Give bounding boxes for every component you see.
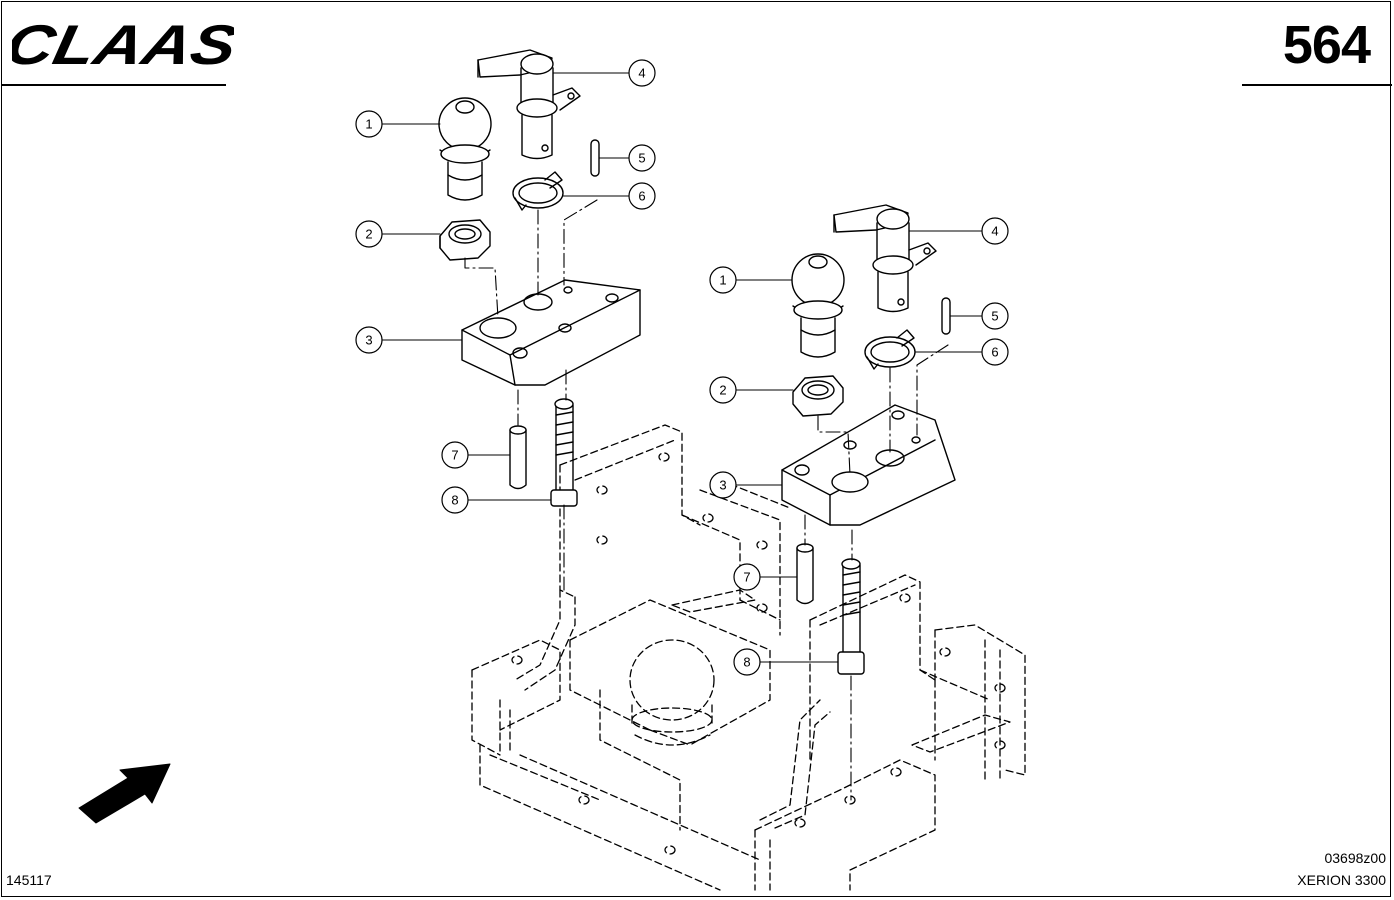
callout-number: 1 xyxy=(719,273,726,288)
header-rule-right xyxy=(1242,84,1392,86)
callout-left-7: 7 xyxy=(441,441,469,469)
callout-left-5: 5 xyxy=(628,144,656,172)
callout-number: 4 xyxy=(638,66,645,81)
callout-right-6: 6 xyxy=(981,338,1009,366)
callout-left-3: 3 xyxy=(355,326,383,354)
callout-number: 2 xyxy=(719,383,726,398)
header-rule-left xyxy=(2,84,226,86)
callout-number: 4 xyxy=(991,224,998,239)
left-part-set xyxy=(438,49,641,591)
document-code: 145117 xyxy=(6,872,52,888)
callout-right-1: 1 xyxy=(709,266,737,294)
callout-number: 5 xyxy=(991,309,998,324)
callout-markers: 1 2 3 4 5 6 7 8 1 2 3 4 5 6 7 8 xyxy=(355,59,1009,676)
callout-left-4: 4 xyxy=(628,59,656,87)
callout-number: 3 xyxy=(719,478,726,493)
callout-number: 8 xyxy=(451,493,458,508)
callout-number: 8 xyxy=(743,655,750,670)
callout-right-8: 8 xyxy=(733,648,761,676)
brand-text: CLAAS xyxy=(12,18,234,70)
leader-lines xyxy=(381,72,983,663)
callout-right-4: 4 xyxy=(981,217,1009,245)
callout-right-7: 7 xyxy=(733,563,761,591)
callout-number: 6 xyxy=(638,189,645,204)
frame-structure xyxy=(471,424,1026,891)
claas-logo: CLAAS xyxy=(12,18,234,70)
callout-left-2: 2 xyxy=(355,220,383,248)
callout-left-6: 6 xyxy=(628,182,656,210)
drawing-code: 03698z00 xyxy=(1324,850,1386,866)
callout-number: 5 xyxy=(638,151,645,166)
callout-right-2: 2 xyxy=(709,376,737,404)
callout-number: 6 xyxy=(991,345,998,360)
model-name: XERION 3300 xyxy=(1297,872,1386,888)
callout-number: 2 xyxy=(365,227,372,242)
callout-left-8: 8 xyxy=(441,486,469,514)
callout-number: 3 xyxy=(365,333,372,348)
callout-number: 1 xyxy=(365,117,372,132)
callout-right-3: 3 xyxy=(709,471,737,499)
direction-arrow-icon xyxy=(78,763,171,824)
right-part-set xyxy=(781,204,956,801)
callout-number: 7 xyxy=(743,570,750,585)
callout-right-5: 5 xyxy=(981,302,1009,330)
page-number: 564 xyxy=(1282,15,1371,75)
callout-left-1: 1 xyxy=(355,110,383,138)
callout-number: 7 xyxy=(451,448,458,463)
